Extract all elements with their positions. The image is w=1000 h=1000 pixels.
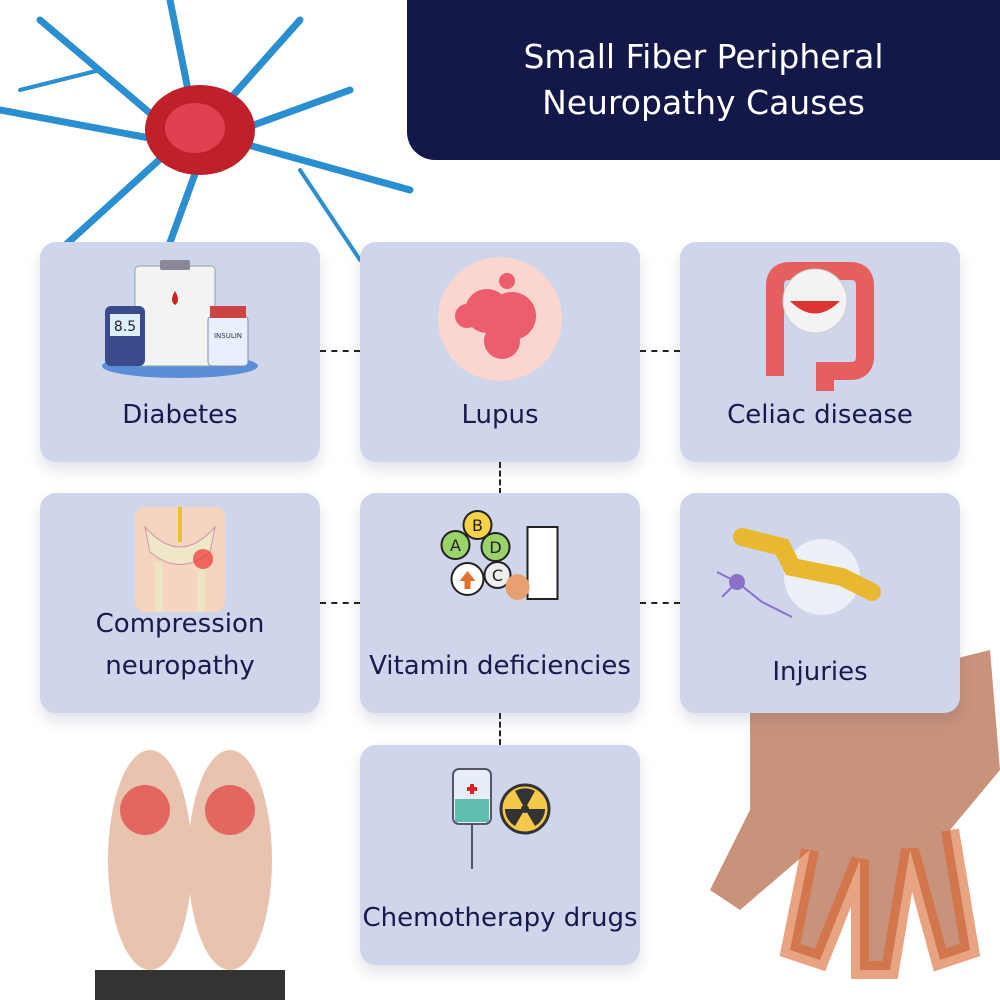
cause-card-chemotherapy: Chemotherapy drugs [360, 745, 640, 965]
vitamin-d: D [489, 538, 501, 557]
connector [499, 713, 501, 745]
connector [320, 350, 360, 352]
connector [640, 602, 680, 604]
cause-label: Compression neuropathy [95, 609, 265, 681]
cause-label: Chemotherapy drugs [362, 903, 638, 933]
diabetes-icon: 8.5 INSULIN [102, 260, 258, 378]
pelvis-icon [135, 507, 225, 612]
cause-label: Diabetes [122, 400, 238, 430]
vitamin-a: A [450, 536, 461, 555]
meter-reading: 8.5 [114, 319, 136, 335]
vitamin-b: B [472, 516, 483, 535]
insulin-label: INSULIN [214, 332, 242, 340]
cause-label: Celiac disease [727, 400, 913, 430]
cause-card-diabetes: 8.5 INSULIN Diabetes [40, 242, 320, 462]
connector [640, 350, 680, 352]
connector [499, 462, 501, 494]
cause-card-injuries: Injuries [680, 493, 960, 713]
cause-card-compression: Compression neuropathy [40, 493, 320, 713]
cause-label: Vitamin deficiencies [369, 651, 631, 681]
cause-label: Injuries [772, 657, 868, 687]
vitamin-c: C [492, 566, 503, 585]
connector [320, 602, 360, 604]
nerve-injury-icon [716, 528, 881, 618]
vitamins-icon: B A D C [440, 510, 559, 600]
cause-label: Lupus [461, 400, 539, 430]
cause-card-celiac: Celiac disease [680, 242, 960, 462]
intestine-icon [766, 262, 874, 391]
chemotherapy-icon [452, 768, 551, 869]
neuron-illustration [0, 0, 414, 270]
page-title: Small Fiber Peripheral Neuropathy Causes [407, 0, 1000, 160]
hand-illustration [710, 650, 1000, 979]
feet-illustration [95, 750, 285, 1000]
cause-card-lupus: Lupus [360, 242, 640, 462]
cause-card-vitamins: B A D C Vitamin deficiencies [360, 493, 640, 713]
lupus-icon [438, 257, 562, 381]
